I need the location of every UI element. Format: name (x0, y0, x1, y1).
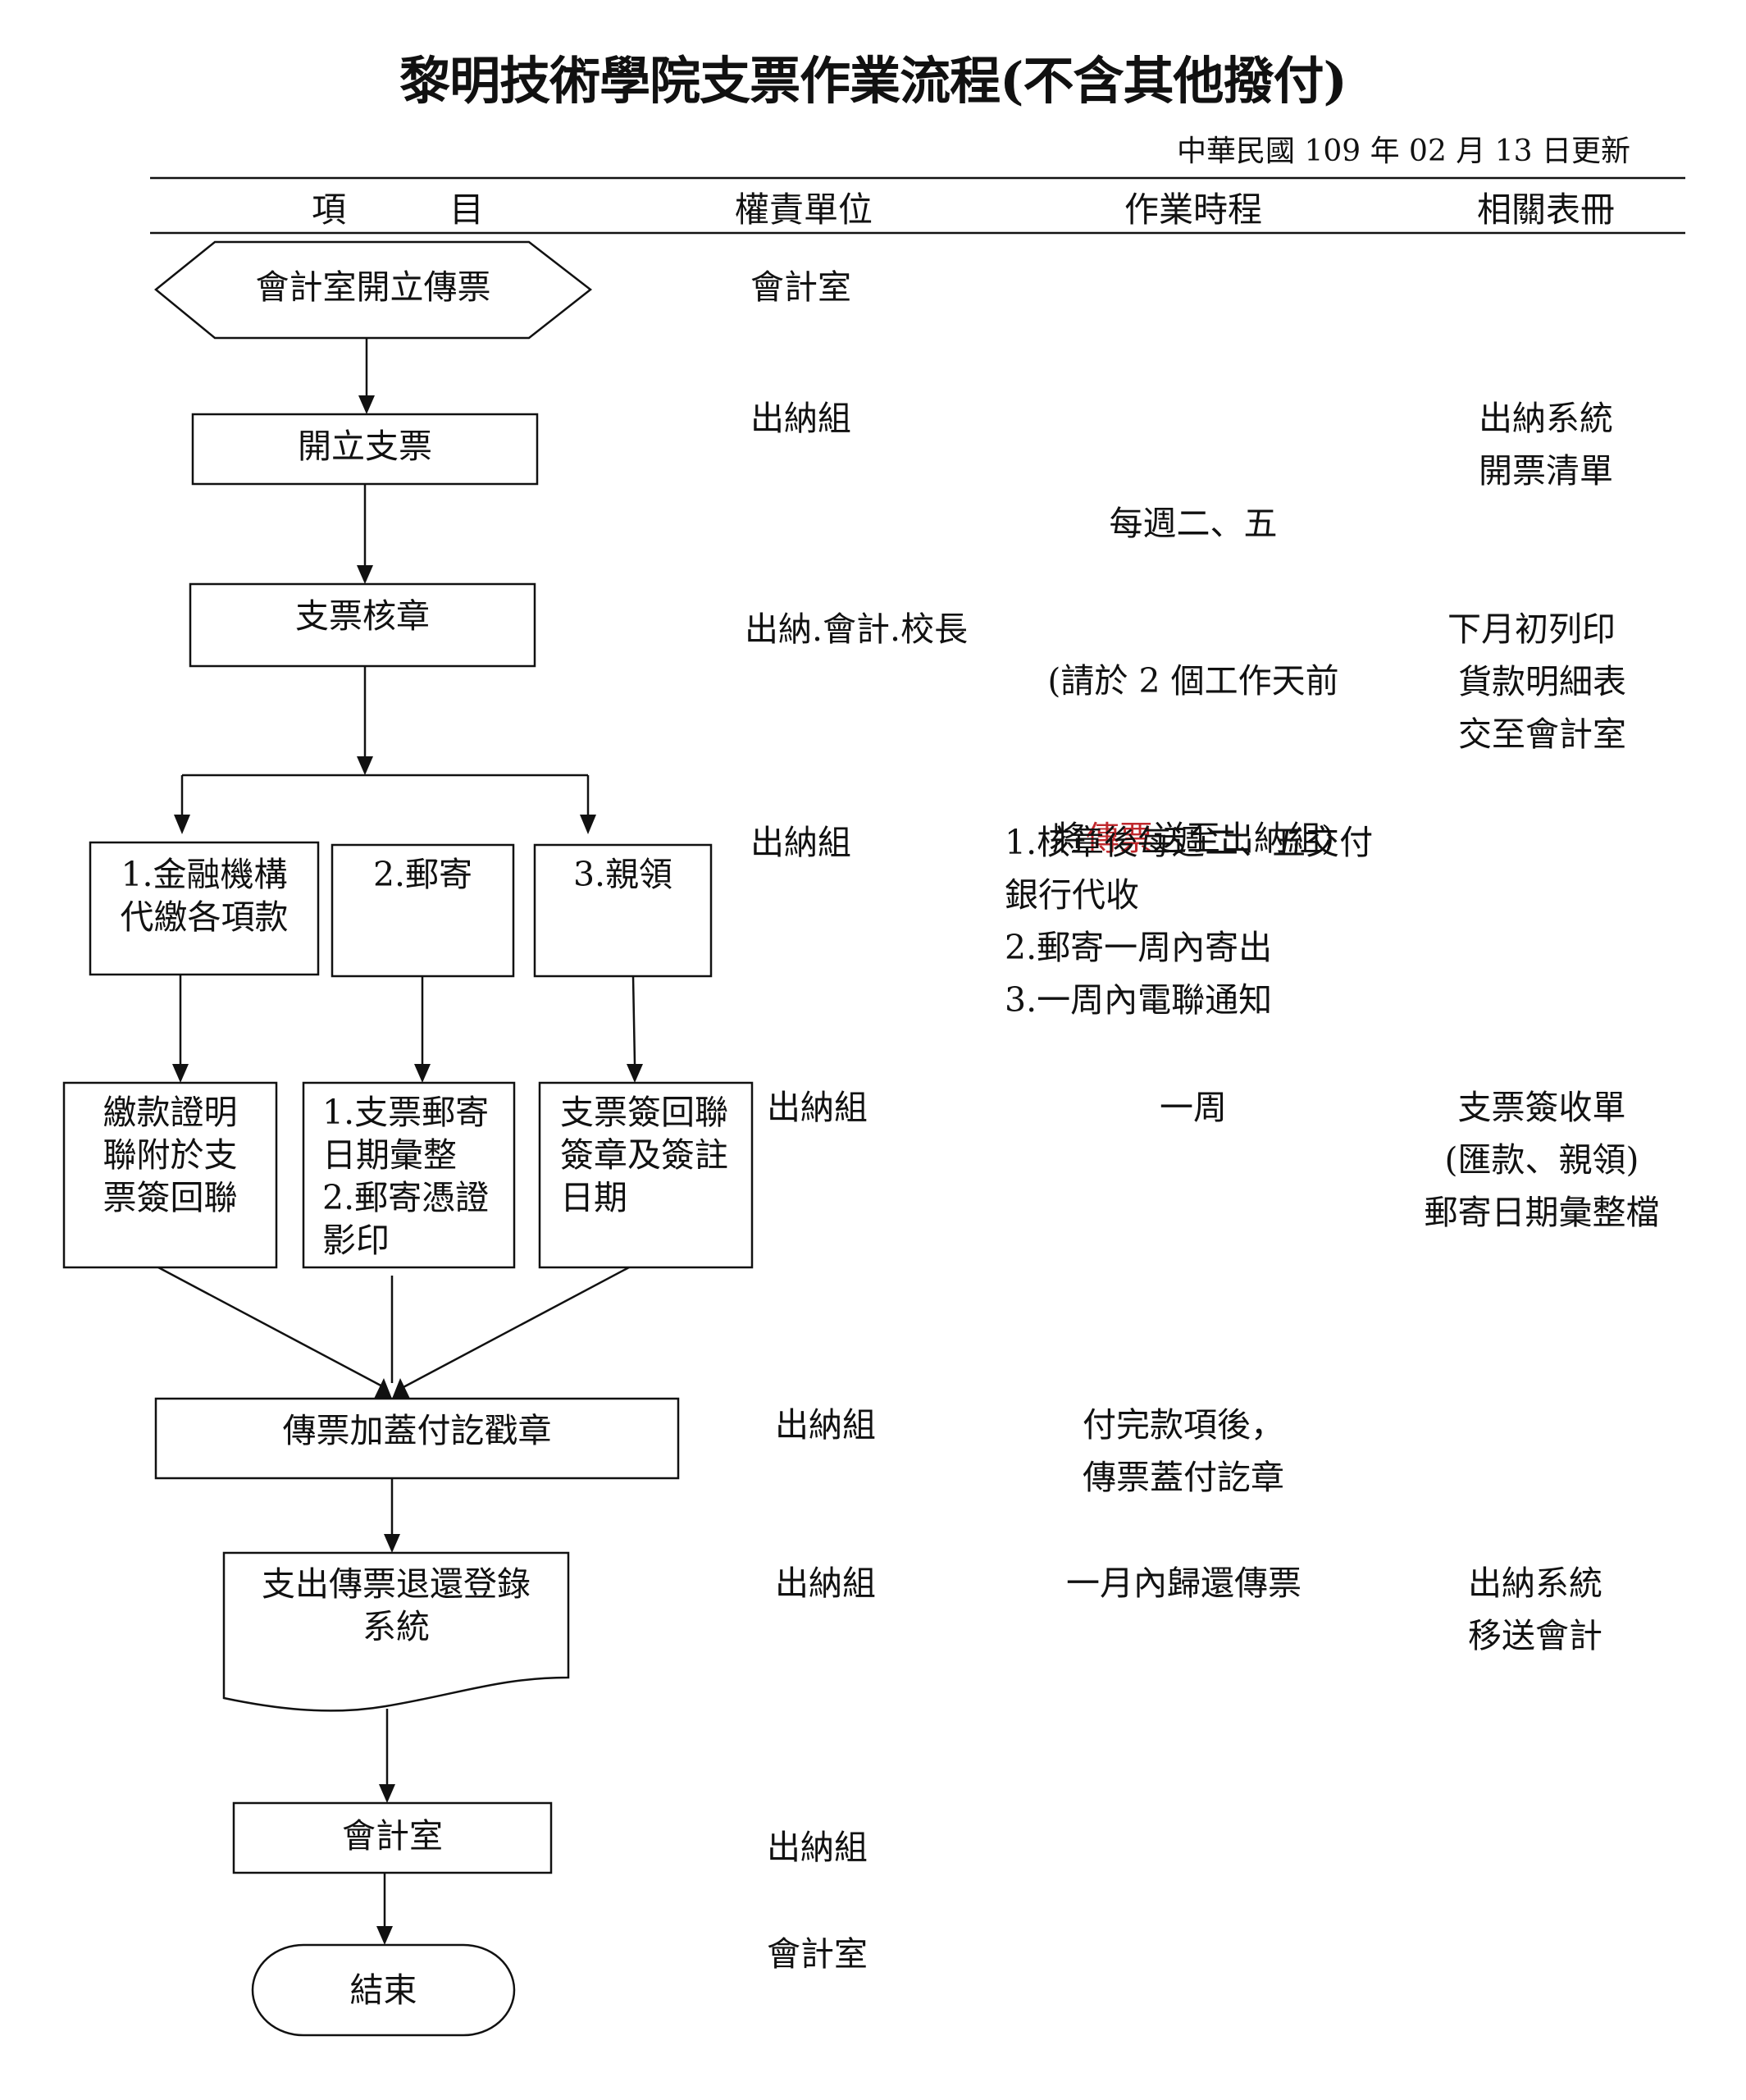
connector (157, 1266, 386, 1390)
row-forms: 下月初列印 貨款明細表 交至會計室 (1447, 609, 1627, 754)
header-responsible: 權責單位 (734, 189, 873, 230)
row-schedule: 每週二、五 (請於 2 個工作天前 將傳票送至出納組) (1009, 392, 1378, 917)
return-register-label: 支出傳票退還登錄 系統 (262, 1564, 531, 1646)
header-forms: 相關表冊 (1476, 189, 1615, 230)
issue-check-box (191, 413, 539, 486)
stamp-box (154, 1397, 680, 1480)
row-schedule: 一月內歸還傳票 (1066, 1564, 1302, 1603)
arrowhead (357, 756, 373, 775)
accounting-box (232, 1801, 553, 1874)
return-register-document (222, 1551, 570, 1712)
page-title: 黎明技術學院支票作業流程(不含其他撥付) (399, 51, 1347, 111)
row-schedule: 1.核章後每週二、五交付 銀行代收 2.郵寄一周內寄出 3.一周內電聯通知 (1005, 823, 1374, 1020)
connector (631, 975, 636, 1065)
schedule-prefix: 將 (1052, 819, 1086, 858)
arrowhead (174, 815, 190, 834)
proof-1-label: 繳款證明 聯附於支 票簽回聯 (103, 1093, 238, 1217)
row-responsible: 出納組 (767, 1088, 868, 1127)
arrowhead (374, 1378, 392, 1399)
check-seal-box (189, 582, 536, 668)
proof-2-label: 1.支票郵寄 日期彙整 2.郵寄憑證 影印 (322, 1093, 490, 1260)
schedule-line: 每週二、五 (1109, 504, 1278, 543)
row-responsible: 出納組 (750, 823, 851, 862)
arrowhead (384, 1534, 400, 1553)
row-responsible: 出納.會計.校長 (745, 609, 969, 649)
stamp-label: 傳票加蓋付訖戳章 (282, 1411, 552, 1450)
proof-box-2 (302, 1081, 516, 1269)
arrowhead (357, 565, 373, 584)
branch-box-1 (89, 841, 320, 976)
row-responsible: 出納組 (775, 1405, 876, 1445)
arrowhead (172, 1064, 189, 1083)
row-responsible: 出納組 (750, 399, 851, 438)
highlighted-voucher-text: 傳票 (1086, 819, 1153, 858)
row-responsible: 出納組 (775, 1564, 876, 1603)
proof-box-1 (62, 1081, 278, 1269)
header-item: 項 目 (311, 189, 484, 230)
row-responsible: 會計室 (750, 267, 851, 307)
row-forms: 出納系統 開票清單 (1479, 399, 1613, 491)
arrowhead (376, 1926, 393, 1945)
start-hexagon (154, 240, 593, 340)
start-node-label: 會計室開立傳票 (255, 267, 491, 307)
proof-box-3 (538, 1081, 754, 1269)
branch-3-label: 3.親領 (572, 855, 673, 894)
end-terminal (251, 1943, 516, 2037)
schedule-line: 將傳票送至出納組) (1009, 812, 1378, 865)
updated-date: 中華民國 109 年 02 月 13 日更新 (1177, 135, 1630, 168)
branch-box-2 (331, 843, 515, 978)
end-label: 結束 (349, 1970, 417, 2010)
connector (401, 1266, 630, 1390)
arrowhead (358, 395, 375, 414)
issue-check-label: 開立支票 (298, 427, 432, 466)
row-responsible: 會計室 (767, 1934, 868, 1974)
row-schedule: 付完款項後， 傳票蓋付訖章 (1083, 1405, 1284, 1497)
arrowhead (627, 1064, 643, 1083)
branch-2-label: 2.郵寄 (372, 855, 473, 894)
branch-box-3 (533, 843, 713, 978)
schedule-suffix: 送至出納組) (1153, 819, 1334, 858)
row-forms: 支票簽收單 (匯款、親領) 郵寄日期彙整檔 (1424, 1088, 1660, 1232)
arrowhead (392, 1378, 410, 1399)
arrowhead (580, 815, 596, 834)
arrowhead (379, 1784, 395, 1803)
proof-3-label: 支票簽回聯 簽章及簽註 日期 (560, 1093, 728, 1217)
row-schedule: 一周 (1160, 1088, 1227, 1127)
branch-1-label: 1.金融機構 代繳各項款 (120, 855, 289, 937)
header-schedule: 作業時程 (1124, 189, 1262, 230)
schedule-line: (請於 2 個工作天前 (1047, 661, 1339, 701)
arrowhead (414, 1064, 431, 1083)
row-forms: 出納系統 移送會計 (1468, 1564, 1602, 1655)
accounting-label: 會計室 (342, 1816, 443, 1856)
row-responsible: 出納組 (767, 1828, 868, 1867)
check-seal-label: 支票核章 (295, 596, 430, 636)
